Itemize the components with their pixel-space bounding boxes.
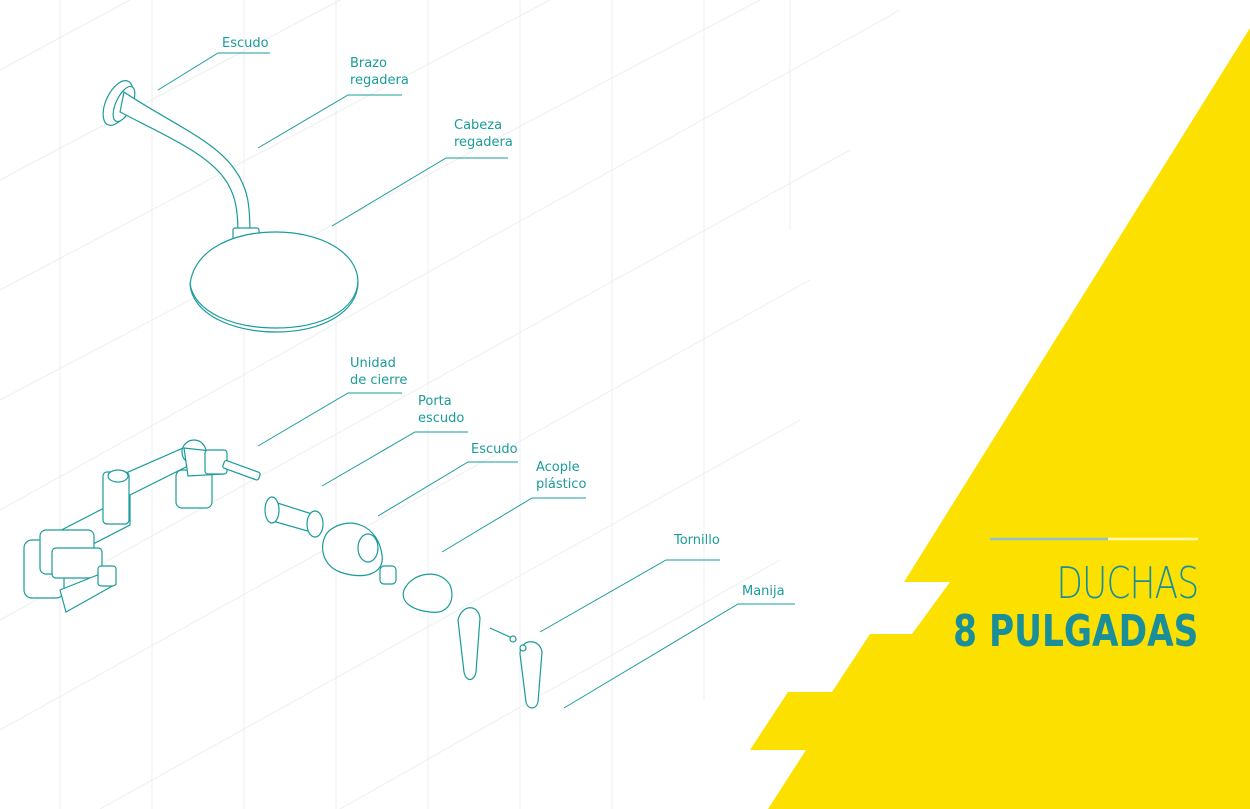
background-grid <box>0 0 901 809</box>
escudo-part <box>322 522 383 577</box>
shower-arm <box>119 90 251 236</box>
shower-head <box>189 231 359 333</box>
leader-lines <box>157 52 795 709</box>
valve-assembly <box>23 439 261 613</box>
label-escudo-top: Escudo <box>222 36 269 51</box>
yellow-banner <box>750 28 1250 809</box>
acople-part <box>379 565 397 585</box>
title-line-2: 8 PULGADAS <box>952 606 1198 657</box>
label-manija: Manija <box>742 584 785 599</box>
title-line-1: DUCHAS <box>1056 558 1199 609</box>
plastic-coupler-part <box>402 573 453 613</box>
lever-base-part <box>457 607 481 681</box>
screw-part <box>489 627 517 643</box>
page-title: DUCHAS 8 PULGADAS <box>884 558 1199 657</box>
label-escudo-bottom: Escudo <box>471 442 518 457</box>
porta-escudo-part <box>264 496 324 538</box>
handle-part <box>519 641 543 709</box>
label-tornillo: Tornillo <box>674 533 720 548</box>
shower-arm-assembly <box>102 80 359 333</box>
